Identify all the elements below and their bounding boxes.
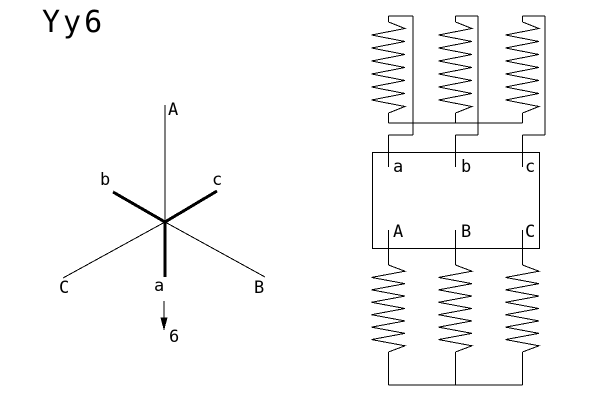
diagram-title: Yy6 <box>42 5 106 40</box>
clock-arrow-head <box>160 317 168 331</box>
box-terminal-label-C: C <box>525 222 536 242</box>
phasor-diagram <box>62 105 266 331</box>
clock-number-label: 6 <box>169 327 180 347</box>
lv-winding-b-coil <box>438 21 474 114</box>
box-terminal-label-B: B <box>461 222 472 242</box>
phasor-line-b <box>112 190 166 224</box>
hv-winding-C-coil <box>505 264 541 353</box>
box-terminal-label-A: A <box>393 222 404 242</box>
phasor-label-A: A <box>168 100 179 120</box>
phasor-line-C <box>62 221 166 279</box>
lv-winding-a-coil <box>371 21 407 114</box>
phasor-line-c <box>164 189 218 224</box>
box-terminal-label-c: c <box>525 157 536 177</box>
hv-winding-A-coil <box>371 264 407 353</box>
phasor-label-B: B <box>254 278 265 298</box>
phasor-label-c: c <box>212 170 223 190</box>
phasor-line-B <box>164 221 266 278</box>
lv-winding-c-coil <box>505 21 541 114</box>
phasor-label-b: b <box>100 170 111 190</box>
hv-winding-B-coil <box>438 264 474 353</box>
phasor-label-C: C <box>59 278 70 298</box>
box-terminal-label-b: b <box>461 157 472 177</box>
winding-diagram <box>371 15 546 386</box>
box-terminal-label-a: a <box>393 157 404 177</box>
phasor-label-a: a <box>154 276 165 296</box>
